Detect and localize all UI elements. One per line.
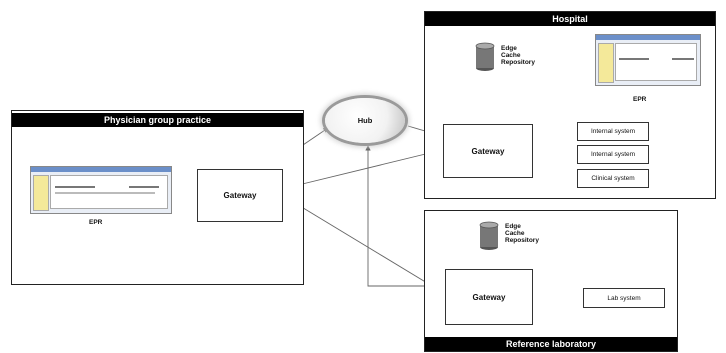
hospital-gateway[interactable]: Gateway bbox=[443, 124, 533, 178]
hospital-system-1[interactable]: Internal system bbox=[577, 122, 649, 141]
hospital-cache-cylinder-icon bbox=[475, 42, 495, 71]
physician-gateway[interactable]: Gateway bbox=[197, 169, 283, 222]
lab-gateway[interactable]: Gateway bbox=[445, 269, 533, 325]
physician-epr-screen bbox=[30, 166, 172, 214]
reference-lab-frame: Edge Cache Repository Gateway Lab system… bbox=[424, 210, 678, 352]
link-physician-lab bbox=[289, 199, 443, 293]
physician-group-title: Physician group practice bbox=[12, 113, 303, 127]
hospital-epr-screen bbox=[595, 34, 701, 86]
hospital-system-3[interactable]: Clinical system bbox=[577, 169, 649, 188]
link-hub-lab bbox=[365, 145, 443, 289]
physician-epr-label: EPR bbox=[89, 219, 103, 226]
hospital-system-2[interactable]: Internal system bbox=[577, 145, 649, 164]
hospital-frame: Hospital Edge Cache Repository EPR Gatew… bbox=[424, 11, 716, 199]
hospital-cache-label: Edge Cache Repository bbox=[501, 45, 535, 66]
lab-cache-label: Edge Cache Repository bbox=[505, 223, 539, 244]
reference-lab-title: Reference laboratory bbox=[425, 337, 677, 351]
lab-system[interactable]: Lab system bbox=[583, 288, 665, 308]
hospital-title: Hospital bbox=[425, 12, 715, 26]
lab-cache-cylinder-icon bbox=[479, 221, 499, 250]
link-physician-hospital bbox=[289, 148, 443, 189]
hospital-epr-label: EPR bbox=[633, 96, 647, 103]
hub-node[interactable]: Hub bbox=[325, 98, 405, 143]
physician-group-frame: Physician group practice EPR Gateway bbox=[11, 110, 304, 285]
